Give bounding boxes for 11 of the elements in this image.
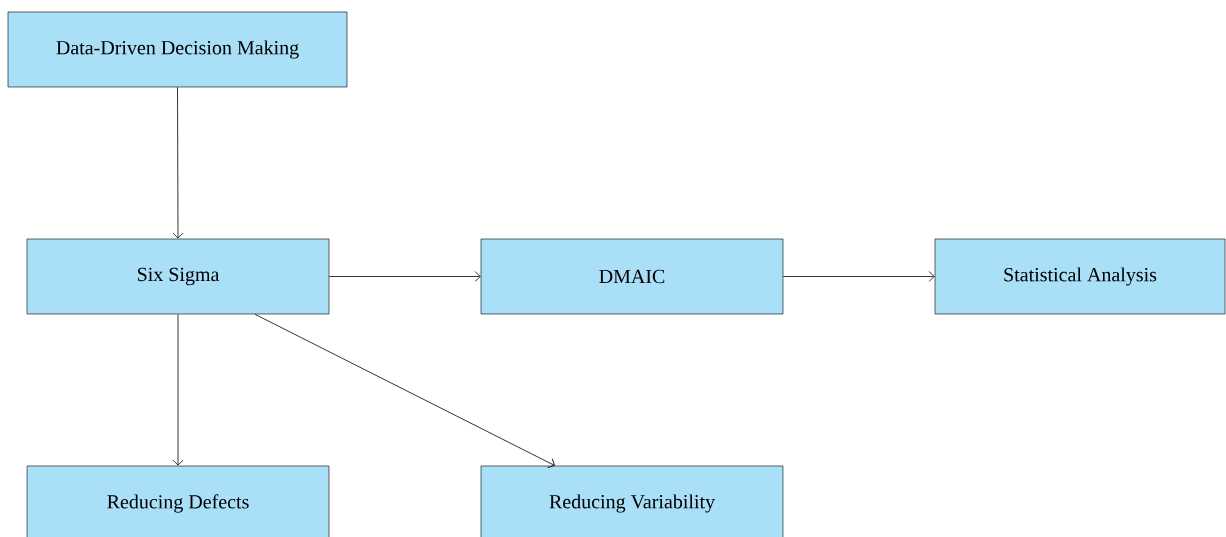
process-box: DMAIC [480, 238, 784, 315]
process-box: Reducing Variability [480, 465, 784, 537]
arrow [254, 313, 555, 469]
process-box: Six Sigma [26, 238, 330, 315]
arrow [172, 86, 184, 239]
arrow [782, 271, 935, 282]
process-box: Data-Driven Decision Making [7, 11, 348, 88]
process-box: Reducing Defects [26, 465, 330, 537]
arrow [328, 271, 481, 282]
process-box: Statistical Analysis [934, 238, 1226, 315]
arrow [172, 313, 184, 466]
